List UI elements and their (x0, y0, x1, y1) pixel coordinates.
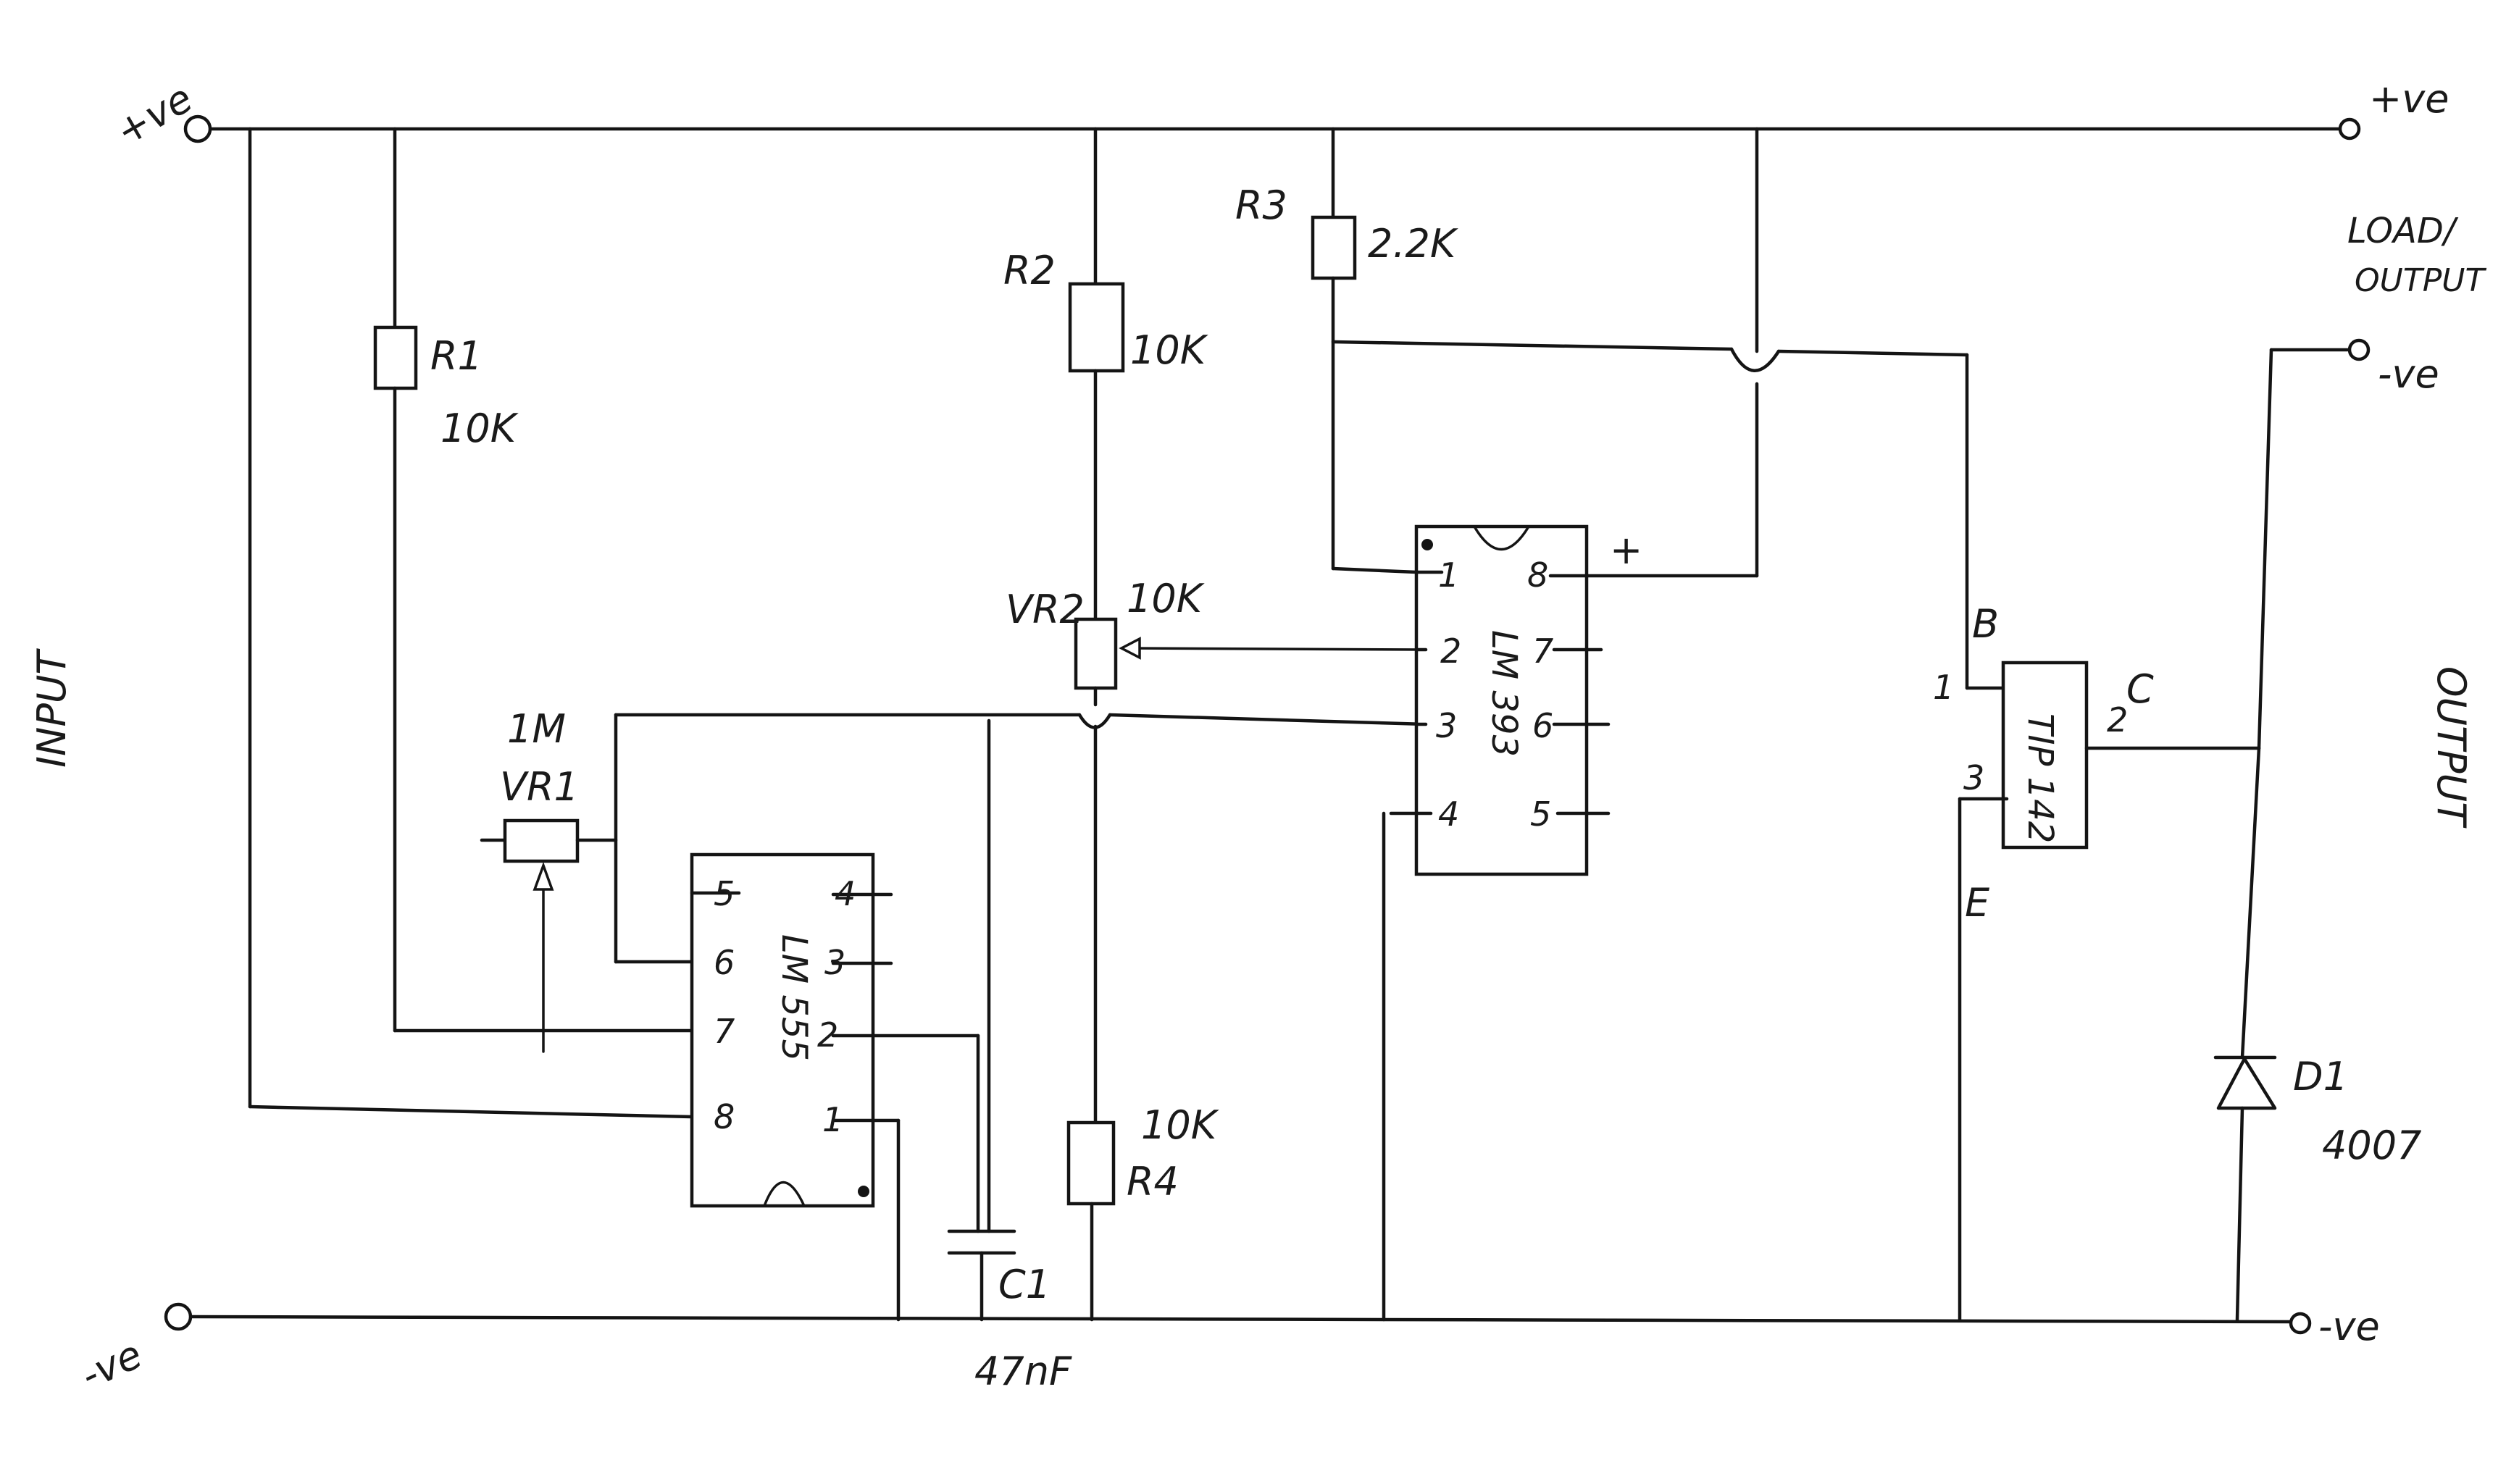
tip142-label-b: B (1972, 601, 1999, 647)
output-positive-terminal (2338, 117, 2361, 141)
lm393-pin-8: 8 (1527, 556, 1548, 595)
vr2-name: VR2 (1006, 587, 1085, 632)
lm555-pin-7: 7 (714, 1012, 735, 1051)
input-negative-label: -ve (74, 1331, 149, 1399)
r2-value: 10K (1130, 327, 1208, 373)
load-negative-terminal (2347, 338, 2371, 361)
lm555-pin-3: 3 (824, 943, 845, 982)
r1-value: 10K (440, 406, 519, 451)
r3-resistor (1311, 127, 1419, 574)
d1-value: 4007 (2322, 1123, 2421, 1168)
r1-resistor (373, 127, 694, 1033)
tip142-pin-e: 3 (1963, 758, 1984, 797)
r1-name: R1 (430, 333, 483, 379)
lm393-pin-5: 5 (1530, 795, 1551, 834)
vr1-potentiometer (480, 818, 618, 1053)
input-positive-terminal (183, 114, 212, 143)
lm555-pin-1: 1 (822, 1100, 843, 1139)
r2-name: R2 (1003, 248, 1056, 293)
lm393-chip: LM 393 1 2 3 4 8 7 6 5 + (1389, 524, 1759, 876)
r4-value: 10K (1141, 1102, 1219, 1148)
negative-rail (164, 1302, 2312, 1335)
vr2-potentiometer (1074, 617, 1427, 1125)
c1-name: C1 (998, 1262, 1051, 1307)
tip142-pin-b: 1 (1933, 668, 1954, 707)
tip142-pin-c: 2 (2107, 700, 2128, 739)
output-side-label: OUTPUT (2428, 666, 2474, 829)
lm393-pin-4: 4 (1438, 795, 1459, 834)
output-negative-label: -ve (2318, 1304, 2380, 1349)
output-negative-terminal (2289, 1312, 2312, 1335)
tip142-label-c: C (2126, 666, 2154, 712)
lm393-label: LM 393 (1484, 630, 1524, 757)
wire-collector-to-load (2257, 348, 2273, 750)
r4-resistor (1066, 1120, 1116, 1322)
wire-r3-to-base-2 (1776, 349, 1969, 357)
lm393-pin-6: 6 (1532, 706, 1553, 745)
output-positive-label: +ve (2369, 76, 2449, 122)
lm555-label: LM 555 (774, 934, 814, 1061)
wire-base-hop (1729, 347, 1781, 372)
r4-name: R4 (1127, 1159, 1179, 1204)
d1-name: D1 (2293, 1054, 2348, 1099)
load-output-label-2: OUTPUT (2355, 262, 2486, 299)
input-positive-label: +ve (108, 75, 200, 155)
input-side-label: INPUT (29, 648, 75, 768)
tip142-label-e: E (1965, 880, 1990, 926)
tip142-label: TIP 142 (2020, 713, 2060, 843)
lm555-pin-2: 2 (817, 1015, 838, 1055)
r2-resistor (1068, 127, 1125, 621)
positive-rail (183, 114, 2361, 143)
vr1-value: 1M (507, 706, 566, 752)
load-output-label-1: LOAD/ (2347, 211, 2459, 251)
vr1-name: VR1 (500, 764, 579, 810)
lm393-pin-1: 1 (1438, 556, 1459, 595)
d1-diode (2213, 746, 2277, 1322)
r3-name: R3 (1235, 183, 1287, 228)
c1-value: 47nF (974, 1349, 1072, 1394)
r3-value: 2.2K (1368, 221, 1458, 267)
input-negative-terminal (164, 1302, 193, 1331)
lm555-chip: LM 555 5 6 7 8 4 3 2 1 (690, 852, 893, 1208)
lm393-pin-3: 3 (1436, 706, 1457, 745)
lm555-pin-8: 8 (714, 1097, 735, 1136)
wire-555-pin8-h (248, 1104, 694, 1119)
lm393-pin-7: 7 (1532, 632, 1553, 671)
lm393-plus-mark: + (1610, 527, 1642, 573)
lm555-pin-6: 6 (714, 943, 735, 982)
c1-capacitor (947, 1229, 1016, 1322)
lm555-pin-5: 5 (714, 874, 735, 913)
wire-r3-to-base (1331, 340, 1734, 351)
vr2-value: 10K (1127, 576, 1205, 621)
lm393-pin-2: 2 (1440, 632, 1461, 671)
tip142-transistor: TIP 142 1 3 2 B C E (1933, 601, 2261, 926)
lm555-pin-4: 4 (835, 874, 856, 913)
load-negative-label: -ve (2378, 351, 2439, 397)
wire-vr1-to-comparator-2 (1108, 713, 1428, 726)
